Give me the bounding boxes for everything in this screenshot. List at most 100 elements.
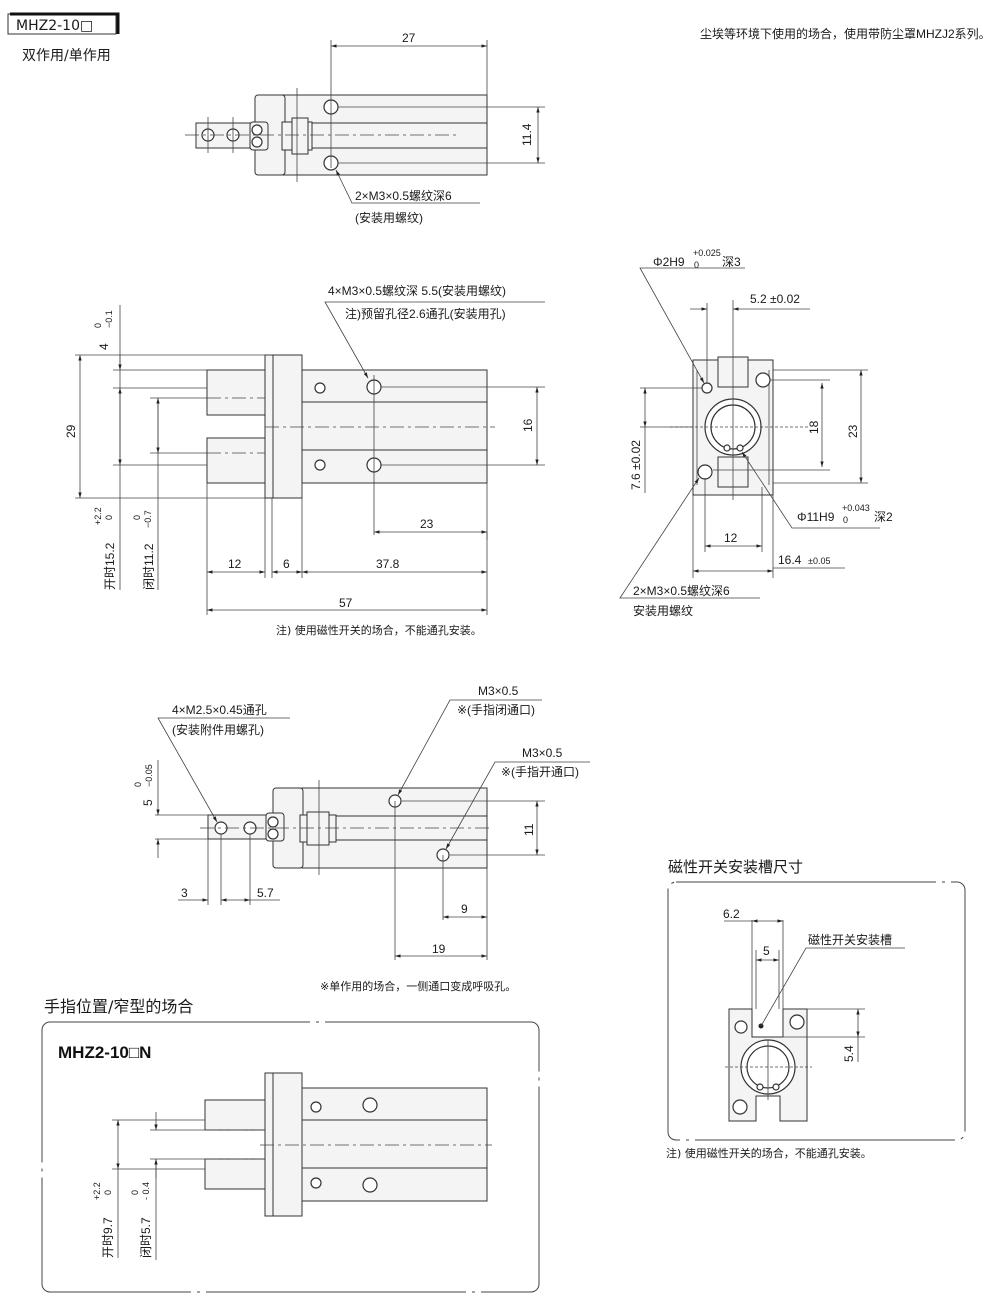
narrow-open-tol-lower: 0 bbox=[103, 1190, 113, 1195]
side-flange bbox=[271, 354, 303, 499]
finger-screw-icon bbox=[267, 816, 279, 828]
finger-screw-icon bbox=[251, 136, 263, 148]
dim-5-slot: 5 bbox=[763, 944, 770, 958]
bottom-footnote: ※单作用的场合，一侧通口变成呼吸孔。 bbox=[320, 979, 516, 993]
pin-tol-upper: +0.025 bbox=[693, 248, 721, 258]
dim-5: 5 bbox=[141, 799, 155, 806]
open-tol-lower: 0 bbox=[104, 515, 114, 520]
pin-depth: 深3 bbox=[722, 255, 741, 269]
mount-thread-hole-icon bbox=[789, 1014, 805, 1030]
narrow-section-title: 手指位置/窄型的场合 bbox=[44, 997, 193, 1016]
dim-11: 11 bbox=[522, 823, 536, 836]
narrow-closed-tol-lower: - 0.4 bbox=[141, 1182, 151, 1200]
dim-9: 9 bbox=[461, 902, 468, 916]
side-finger-upper bbox=[206, 369, 266, 416]
switch-section-frame bbox=[667, 881, 966, 1141]
attachment-thread-label: 4×M2.5×0.45通孔 bbox=[172, 703, 267, 717]
side-footnote: 注) 使用磁性开关的场合，不能通孔安装。 bbox=[276, 623, 482, 637]
action-type-label: 双作用/单作用 bbox=[22, 48, 111, 64]
switch-footnote: 注) 使用磁性开关的场合，不能通孔安装。 bbox=[666, 1146, 872, 1160]
mount-thread-hole-icon bbox=[755, 372, 771, 388]
tol-4-upper: 0 bbox=[93, 323, 103, 328]
end-thread-label: 2×M3×0.5螺纹深6 bbox=[633, 584, 730, 598]
bore-tol-upper: +0.043 bbox=[842, 503, 870, 513]
dim-16-4: 16.4 bbox=[778, 553, 802, 567]
tol-5-lower: −0.05 bbox=[144, 764, 154, 787]
finger-screw-icon bbox=[267, 828, 279, 840]
dim-12-end: 12 bbox=[724, 531, 738, 545]
pin-hole-icon bbox=[734, 1020, 748, 1034]
switch-slot-view: 6.2 5 磁性开关安装槽 5.4 bbox=[723, 907, 905, 1122]
pin-tol-lower: 0 bbox=[694, 260, 699, 270]
side-finger-lower bbox=[206, 437, 266, 484]
dim-16-4-tol: ±0.05 bbox=[808, 556, 830, 566]
dim-4: 4 bbox=[97, 343, 111, 350]
switch-section-title: 磁性开关安装槽尺寸 bbox=[668, 858, 803, 876]
narrow-section-frame bbox=[41, 1021, 540, 1293]
narrow-flange bbox=[271, 1072, 303, 1217]
bore-depth: 深2 bbox=[874, 510, 893, 524]
closed-tol-lower: −0.7 bbox=[143, 510, 153, 528]
dim-6: 6 bbox=[283, 557, 290, 571]
side-cylinder-body bbox=[301, 369, 488, 484]
narrow-closed-label: 闭时5.7 bbox=[139, 1217, 153, 1258]
bore-label: Φ11H9 bbox=[797, 510, 835, 524]
dim-11-4: 11.4 bbox=[520, 123, 534, 146]
narrow-model: MHZ2-10□N bbox=[58, 1043, 151, 1062]
pin-hole-icon bbox=[310, 1101, 322, 1113]
pin-hole-label: Φ2H9 bbox=[653, 255, 685, 269]
open-stroke-label: 开时15.2 bbox=[103, 542, 117, 590]
side-thread-label: 4×M3×0.5螺纹深 5.5(安装用螺纹) bbox=[328, 283, 506, 298]
narrow-finger-upper bbox=[204, 1099, 266, 1131]
narrow-body bbox=[301, 1087, 488, 1202]
mount-thread-hole-icon bbox=[732, 1099, 748, 1115]
attachment-thread-sub: (安装附件用螺孔) bbox=[172, 722, 264, 737]
pin-hole-icon bbox=[314, 459, 326, 471]
dim-5-4: 5.4 bbox=[842, 1045, 856, 1062]
side-view: 4×M3×0.5螺纹深 5.5(安装用螺纹) 注)预留孔径2.6通孔(安装用孔)… bbox=[64, 283, 545, 637]
model-code: MHZ2-10□ bbox=[16, 18, 93, 34]
narrow-view: 开时9.7 +2.2 0 闭时5.7 0 - 0.4 bbox=[92, 1072, 492, 1260]
narrow-open-label: 开时9.7 bbox=[101, 1217, 115, 1258]
narrow-open-tol-upper: +2.2 bbox=[92, 1182, 102, 1200]
dim-57: 57 bbox=[339, 596, 353, 610]
pin-hole-icon bbox=[314, 382, 326, 394]
dim-16: 16 bbox=[521, 418, 535, 432]
mount-thread-hole-icon bbox=[362, 1097, 378, 1113]
end-thread-sub: 安装用螺纹 bbox=[633, 603, 693, 618]
port-open-sub: ※(手指开通口) bbox=[501, 764, 579, 779]
dim-6-2: 6.2 bbox=[723, 907, 740, 921]
tol-4-lower: −0.1 bbox=[104, 310, 114, 328]
dim-29: 29 bbox=[64, 424, 78, 438]
dim-7-6: 7.6 ±0.02 bbox=[629, 440, 643, 490]
tol-5-upper: 0 bbox=[133, 782, 143, 787]
dim-23: 23 bbox=[420, 517, 434, 531]
dim-18: 18 bbox=[807, 420, 821, 434]
dim-5-2: 5.2 ±0.02 bbox=[750, 292, 800, 306]
narrow-closed-tol-upper: 0 bbox=[130, 1190, 140, 1195]
mount-thread-hole-icon bbox=[362, 1177, 378, 1193]
open-tol-upper: +2.2 bbox=[93, 507, 103, 525]
port-close-sub: ※(手指闭通口) bbox=[457, 702, 535, 717]
bore-tol-lower: 0 bbox=[843, 515, 848, 525]
port-close-label: M3×0.5 bbox=[478, 684, 519, 698]
dim-37-8: 37.8 bbox=[376, 557, 400, 571]
closed-stroke-label: 闭时11.2 bbox=[142, 543, 156, 590]
bottom-view: 11 9 19 3 5.7 5 0 −0.05 4×M2.5×0.45通孔 (安… bbox=[133, 684, 590, 993]
finger-screw-icon bbox=[251, 124, 263, 136]
mount-thread-hole-icon bbox=[697, 464, 713, 480]
dim-12: 12 bbox=[228, 557, 242, 571]
dim-5-7: 5.7 bbox=[257, 886, 274, 900]
closed-tol-upper: 0 bbox=[132, 515, 142, 520]
port-open-label: M3×0.5 bbox=[522, 746, 563, 760]
top-thread-label: 2×M3×0.5螺纹深6 bbox=[355, 189, 452, 203]
dim-27: 27 bbox=[402, 31, 416, 45]
dim-23-end: 23 bbox=[846, 424, 860, 438]
pin-hole-icon bbox=[701, 382, 713, 394]
slot-label: 磁性开关安装槽 bbox=[808, 932, 892, 947]
pin-hole-icon bbox=[310, 1177, 322, 1189]
end-view: Φ2H9 +0.025 0 深3 5.2 ±0.02 7.6 ±0.02 18 … bbox=[619, 248, 893, 618]
top-view: 27 11.4 2×M3×0.5螺纹深6 (安装用螺纹) bbox=[185, 31, 545, 225]
model-badge: MHZ2-10□ bbox=[7, 12, 120, 35]
